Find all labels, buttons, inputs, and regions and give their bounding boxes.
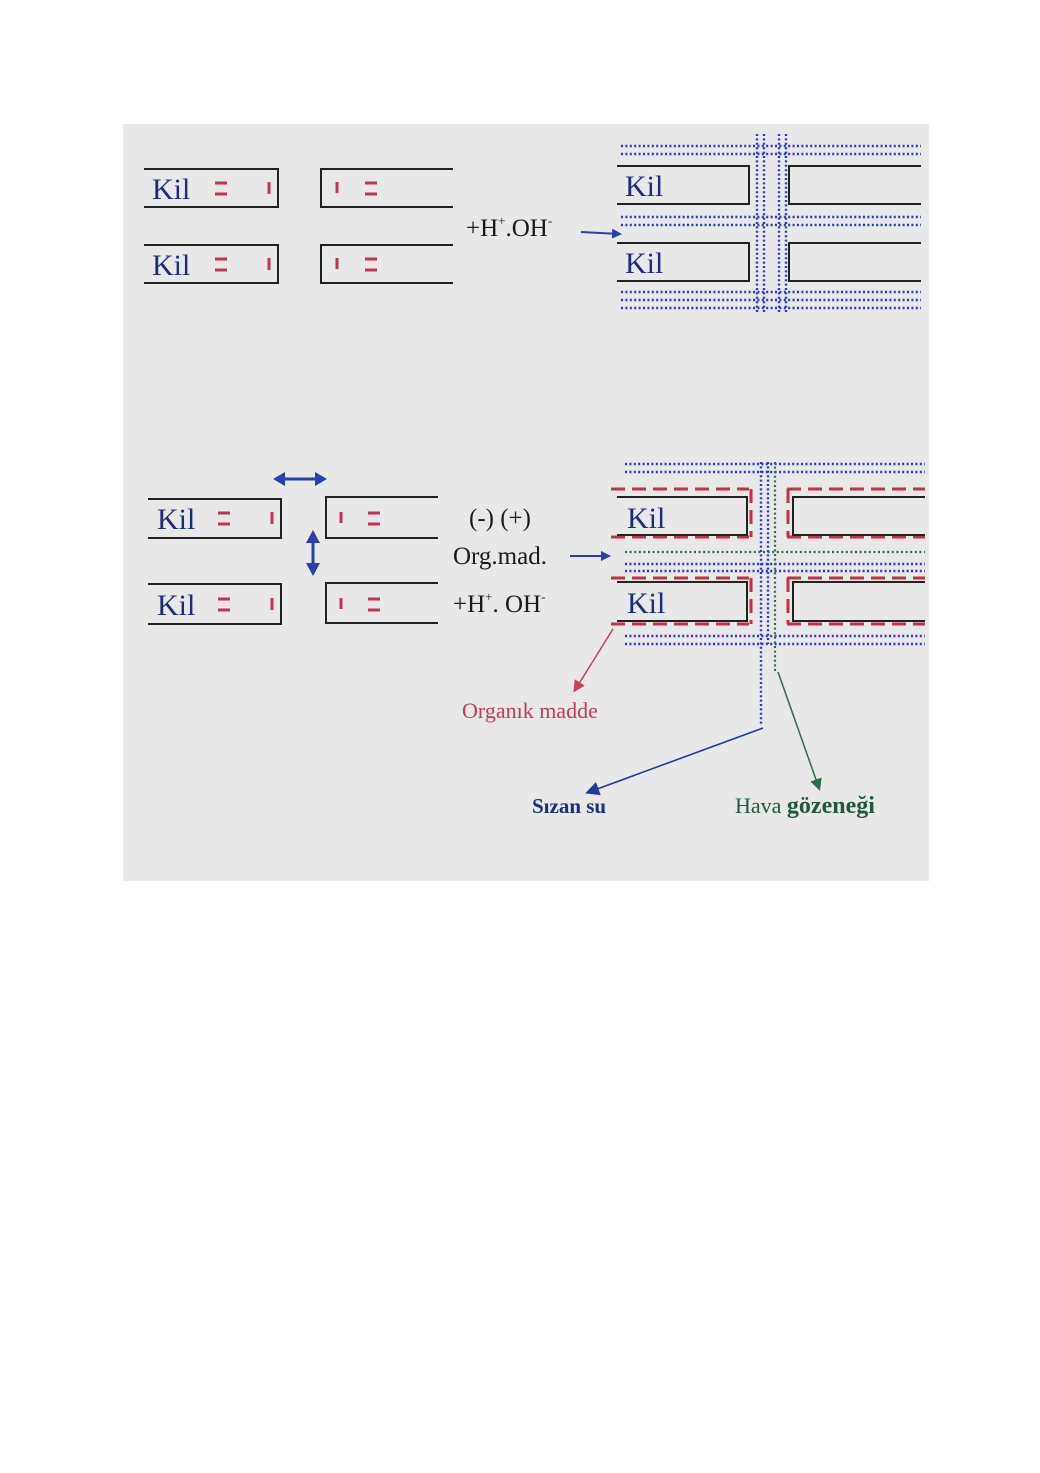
- diagram-drawing: [144, 134, 925, 796]
- legend-air-pore: Hava gözeneği: [735, 793, 875, 819]
- clay-label: Kil: [625, 170, 664, 203]
- clay-label: Kil: [627, 587, 666, 620]
- organic-matter-short-label: Org.mad.: [453, 543, 547, 570]
- clay-label: Kil: [152, 249, 191, 282]
- bottom-right-water-layers: [625, 462, 925, 724]
- top-right-water-layers: [621, 134, 921, 312]
- charges-label: (-) (+): [469, 505, 531, 532]
- top-left-charges: [215, 181, 377, 272]
- clay-label: Kil: [157, 503, 196, 536]
- clay-label: Kil: [157, 589, 196, 622]
- air-pore-arrow: [777, 671, 822, 791]
- top-reagent-arrow: [580, 228, 622, 239]
- bottom-right-organic-layers: [611, 487, 925, 626]
- clay-aggregation-diagram: Kil Kil Kil Kil Kil Kil Kil Kil +H+.OH- …: [123, 124, 929, 881]
- clay-label: Kil: [627, 502, 666, 535]
- legend-organic-matter: Organık madde: [462, 698, 598, 723]
- bottom-left-charges: [218, 511, 380, 612]
- top-left-clay-plates: [144, 168, 453, 284]
- double-headed-vertical-arrow-icon: [306, 530, 320, 576]
- bottom-left-clay-plates: [148, 496, 438, 625]
- bottom-right-air-pore-layer: [625, 462, 925, 672]
- clay-label: Kil: [625, 247, 664, 280]
- seepage-water-arrow: [585, 727, 764, 796]
- double-headed-horizontal-arrow-icon: [273, 472, 327, 486]
- top-right-clay-plates: [617, 165, 921, 282]
- clay-label: Kil: [152, 173, 191, 206]
- bottom-reagent-label: +H+. OH-: [453, 589, 546, 618]
- legend-seepage-water: Sızan su: [532, 794, 607, 818]
- top-reagent-label: +H+.OH-: [466, 213, 553, 242]
- bottom-right-clay-plates: [617, 496, 925, 622]
- organic-matter-arrow: [573, 628, 614, 693]
